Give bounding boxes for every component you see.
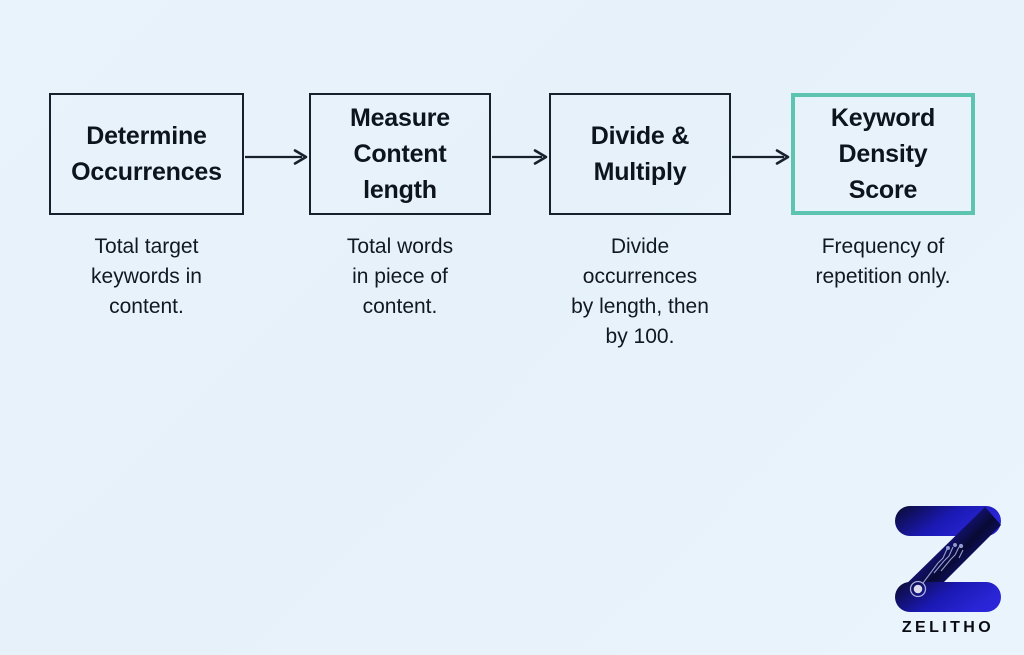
step-title: Measure Content length: [349, 104, 451, 204]
step-box[interactable]: Divide & Multiply: [549, 93, 731, 215]
brand-wordmark: ZELITHO: [901, 619, 995, 636]
brand-logo: ZELITHO: [884, 503, 1012, 648]
flow-step-measure-content-length[interactable]: Measure Content length Total words in pi…: [309, 93, 491, 322]
flow-step-determine-occurrences[interactable]: Determine Occurrences Total target keywo…: [49, 93, 244, 322]
arrow-right-icon: [245, 149, 309, 165]
flow-step-divide-and-multiply[interactable]: Divide & Multiply Divide occurrences by …: [549, 93, 731, 352]
step-box[interactable]: Determine Occurrences: [49, 93, 244, 215]
arrow-right-icon: [492, 149, 549, 165]
step-caption: Divide occurrences by length, then by 10…: [571, 235, 709, 348]
step-box[interactable]: Measure Content length: [309, 93, 491, 215]
step-caption: Frequency of repetition only.: [815, 235, 951, 288]
step-title: Divide & Multiply: [590, 122, 690, 186]
step-title: Determine Occurrences: [71, 122, 222, 186]
flowchart: Determine Occurrences Total target keywo…: [0, 93, 1024, 363]
step-box-highlighted[interactable]: Keyword Density Score: [791, 93, 975, 215]
arrow-right-icon: [732, 149, 791, 165]
step-title: Keyword Density Score: [830, 104, 936, 204]
step-caption: Total target keywords in content.: [91, 235, 202, 318]
flow-step-keyword-density-score[interactable]: Keyword Density Score Frequency of repet…: [791, 93, 975, 292]
zelitho-z-logo-icon: [895, 506, 1001, 612]
step-caption: Total words in piece of content.: [346, 235, 454, 318]
